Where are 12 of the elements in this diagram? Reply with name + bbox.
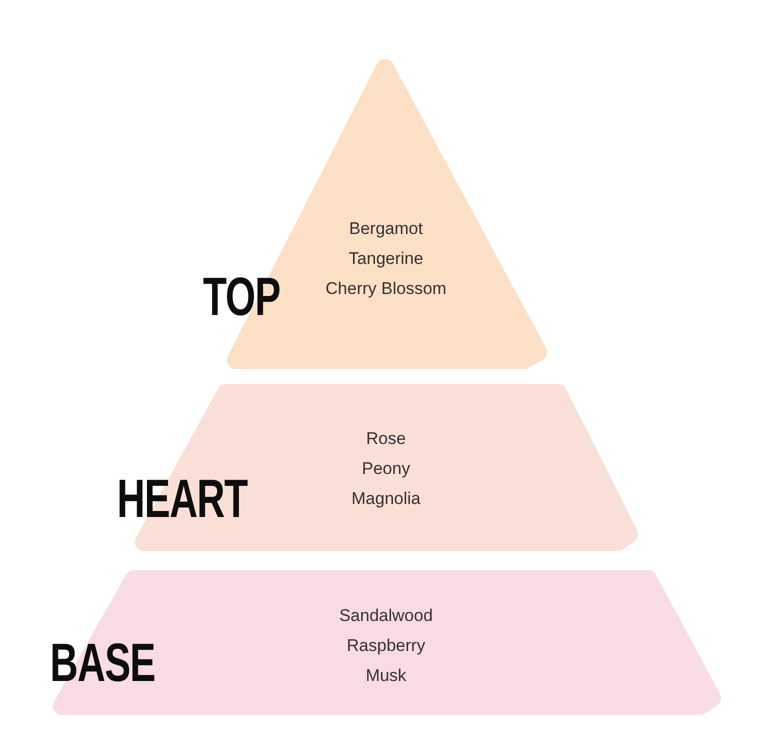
note-label: Peony: [360, 459, 412, 479]
note-label: Sandalwood: [338, 606, 434, 626]
note-label: Musk: [364, 666, 408, 686]
note-label: Bergamot: [348, 219, 424, 239]
note-label: Cherry Blossom: [324, 279, 448, 299]
note-label: Rose: [365, 429, 407, 449]
tier-heading: TOP: [203, 270, 280, 324]
tier-heading: HEART: [117, 472, 248, 526]
tier-heading: BASE: [50, 636, 156, 690]
note-label: Magnolia: [350, 489, 422, 509]
note-label: Tangerine: [348, 249, 424, 269]
note-label: Raspberry: [346, 636, 426, 656]
